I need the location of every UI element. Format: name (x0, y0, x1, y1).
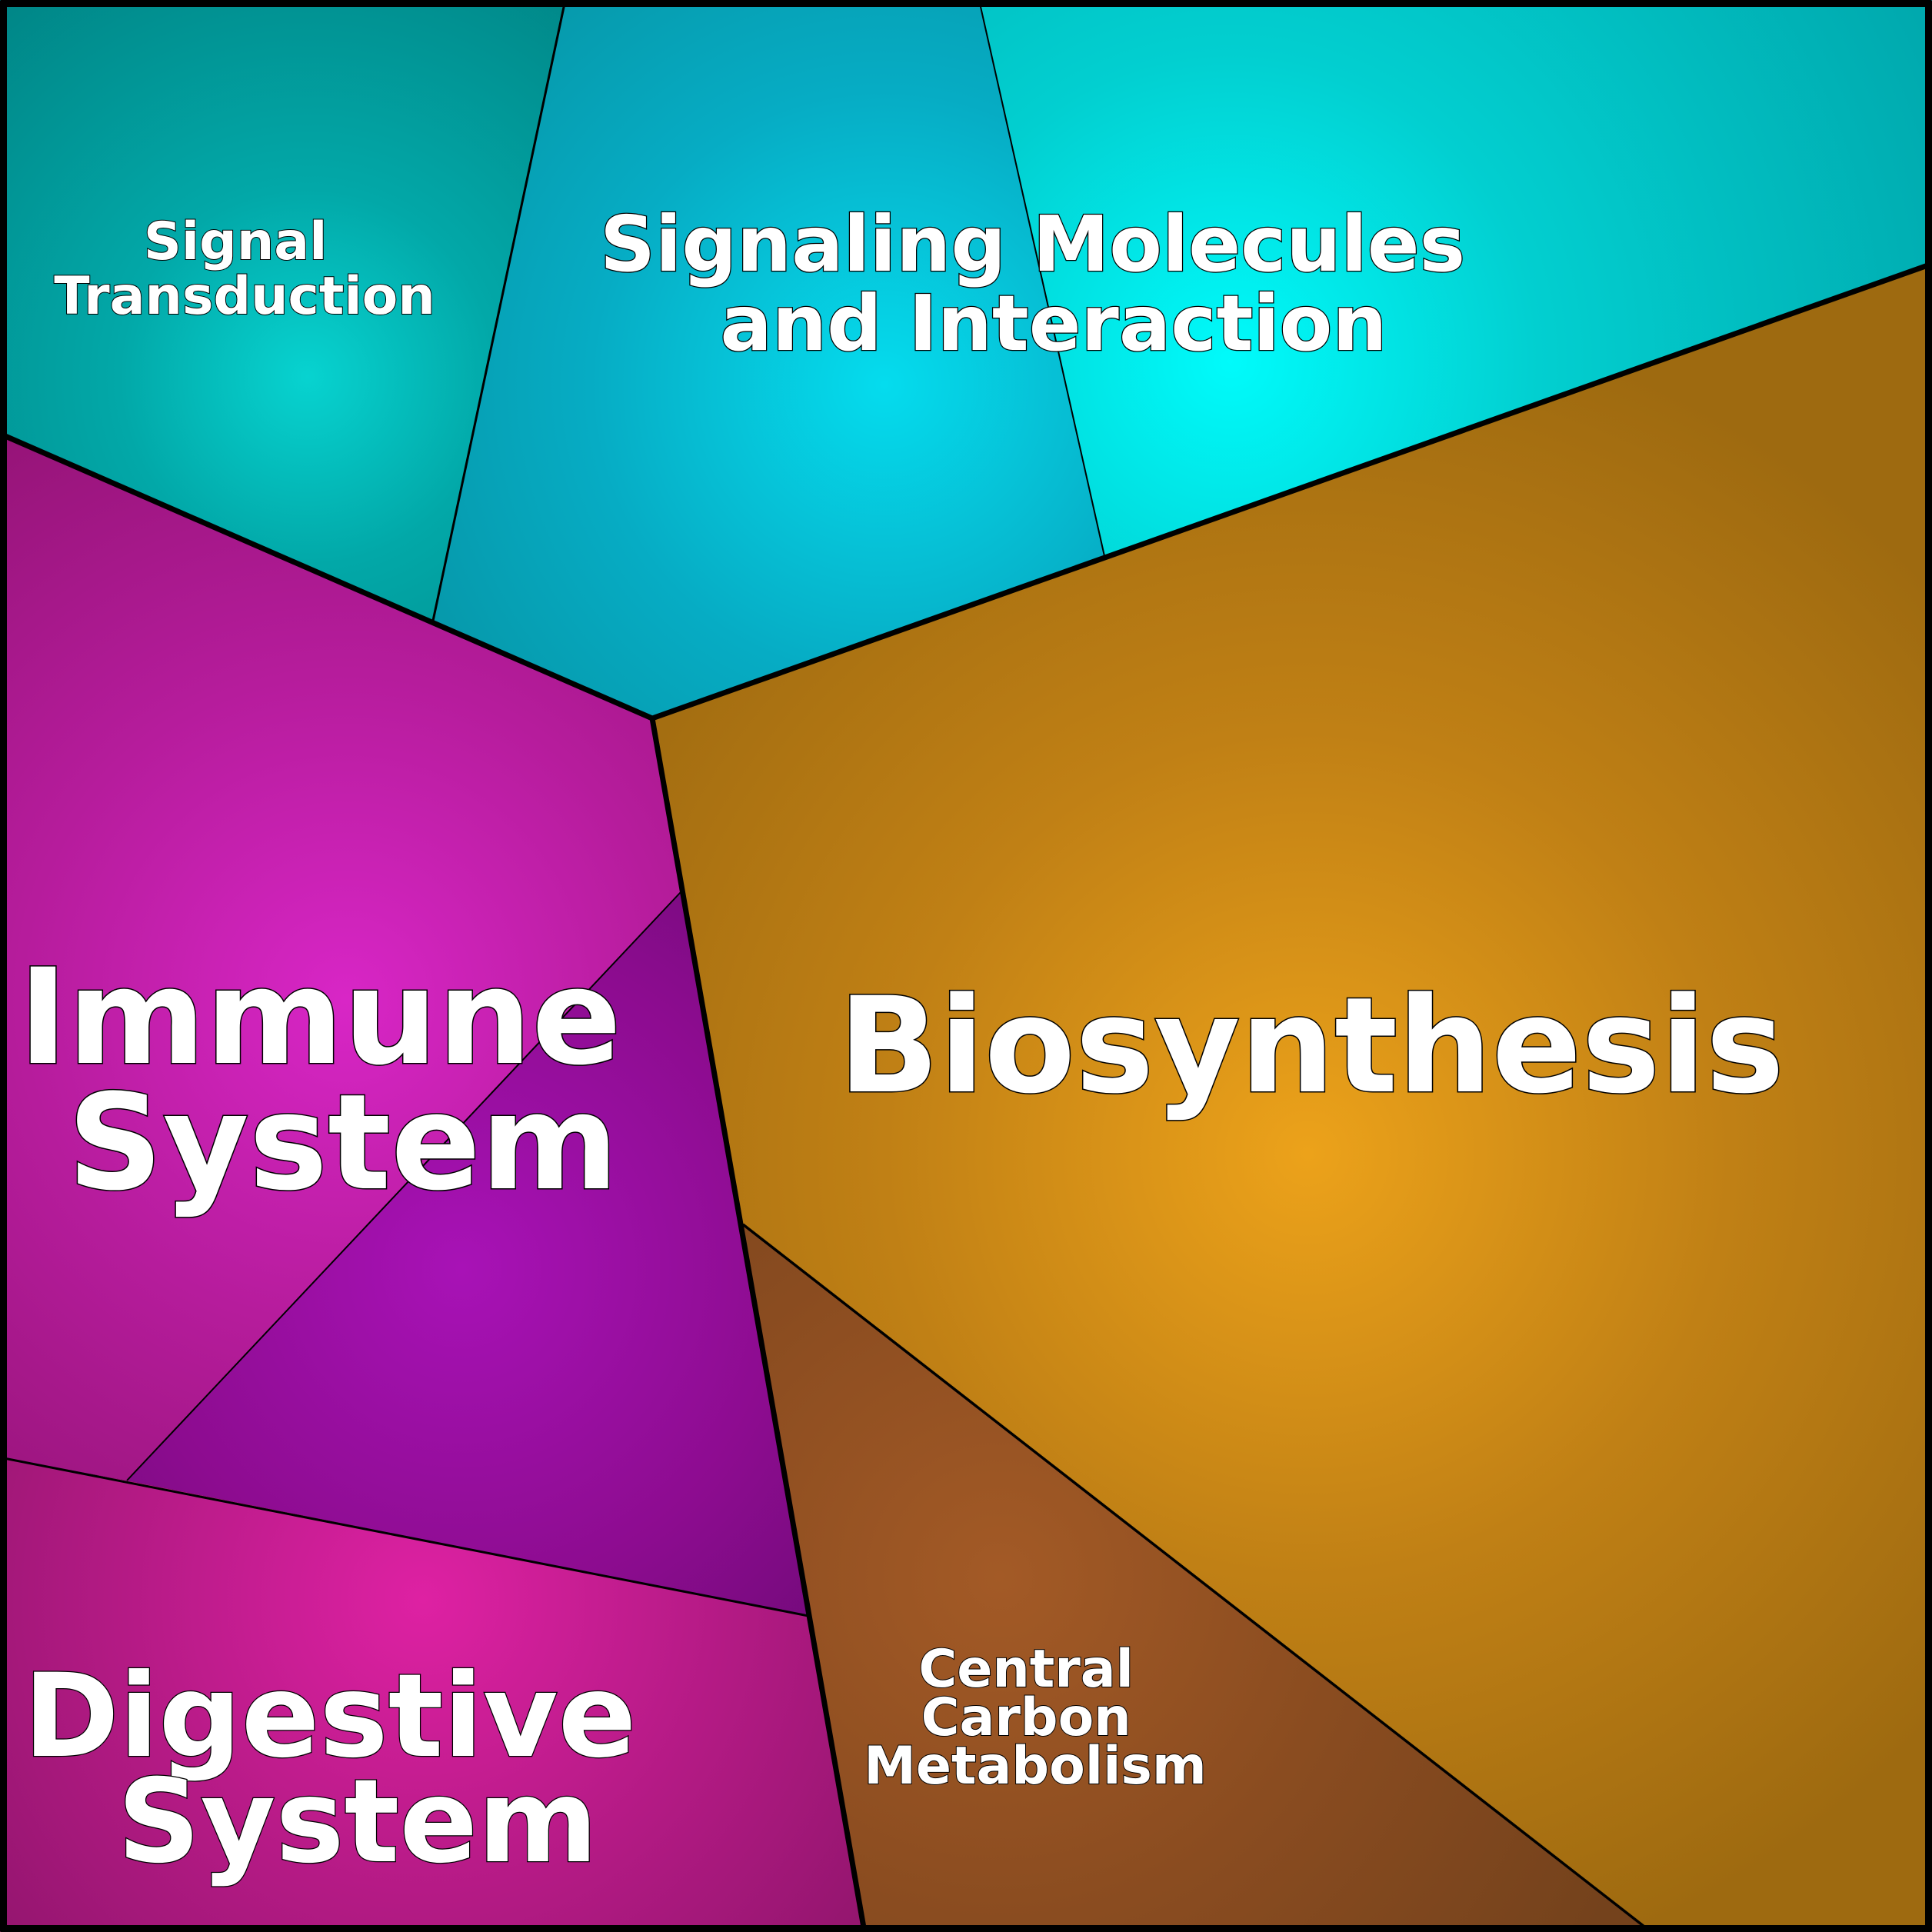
label-line: Biosynthesis (838, 968, 1784, 1123)
label-line: Transduction (54, 266, 435, 327)
cell-immune-system-upper (0, 434, 681, 1481)
cell-biosynthesis (652, 264, 1932, 1932)
label-biosynthesis: Biosynthesis (838, 968, 1784, 1123)
label-line: Digestive (23, 1650, 636, 1784)
label-line: Signaling Molecules (600, 199, 1465, 289)
label-line: Metabolism (864, 1736, 1207, 1797)
label-line: System (118, 1755, 598, 1889)
label-signaling-molecules: Signaling Molecules and Interaction (600, 199, 1492, 368)
thin-borders (0, 0, 1651, 1932)
label-line: Central (918, 1639, 1134, 1700)
cell-signaling-molecules-left (433, 0, 1104, 718)
label-line: Signal (144, 212, 328, 272)
cell-immune-system-lower (127, 892, 808, 1616)
label-line: and Interaction (720, 278, 1387, 368)
label-digestive-system: Digestive System (23, 1650, 676, 1889)
label-line: Carbon (921, 1687, 1131, 1748)
label-line: Immune (18, 940, 621, 1094)
label-central-carbon-metabolism: Central Carbon Metabolism (864, 1639, 1207, 1797)
label-signal-transduction: Signal Transduction (54, 212, 435, 327)
cell-signaling-molecules-right (979, 0, 1932, 556)
cell-digestive-system (0, 1457, 864, 1932)
label-immune-system: Immune System (18, 940, 668, 1220)
label-line: System (68, 1065, 618, 1220)
cell-signal-transduction (0, 0, 565, 621)
